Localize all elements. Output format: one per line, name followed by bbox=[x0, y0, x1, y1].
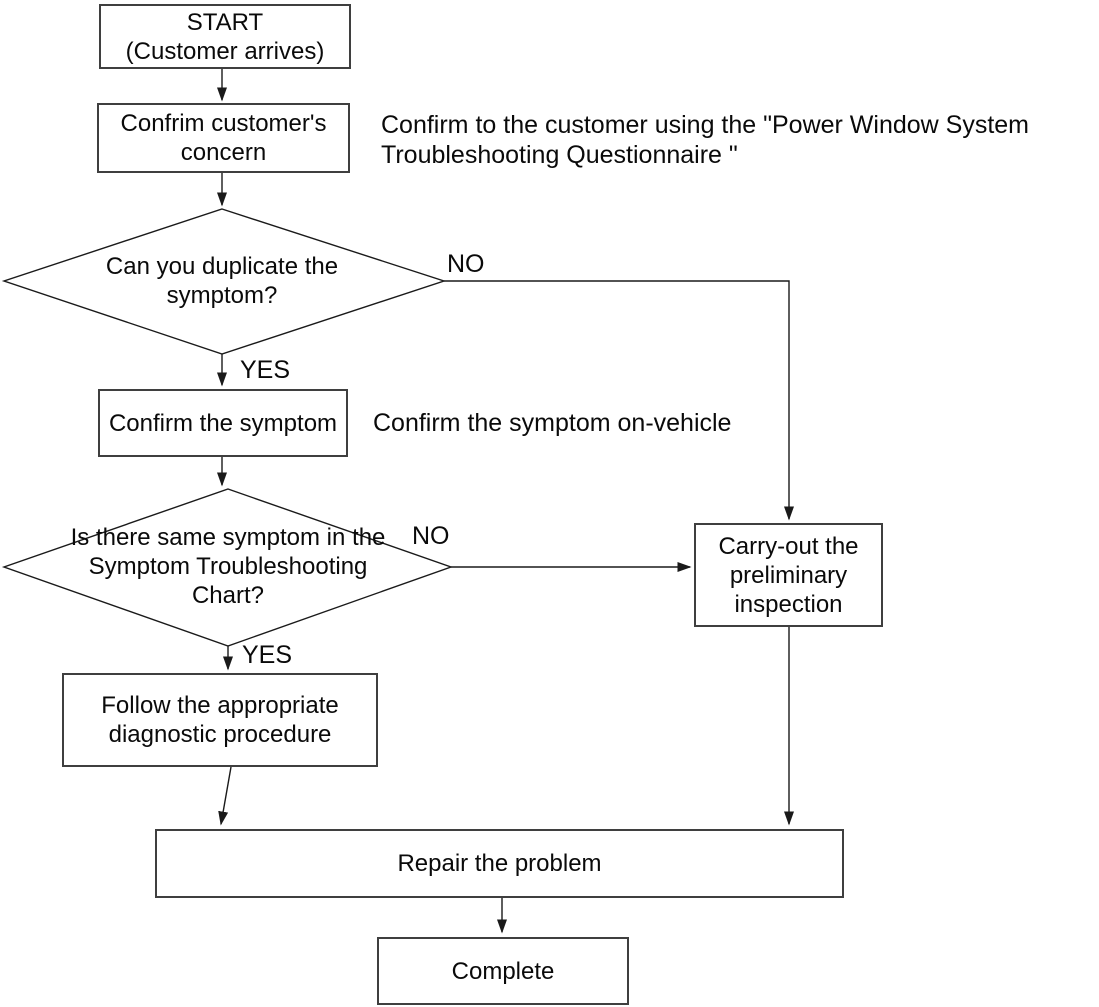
repair-node: Repair the problem bbox=[155, 829, 844, 898]
duplicate-no-label: NO bbox=[447, 250, 485, 278]
edge-follow-to-repair bbox=[218, 766, 232, 826]
chart-no-label: NO bbox=[412, 522, 450, 550]
note-questionnaire: Confirm to the customer using the "Power… bbox=[381, 111, 1030, 169]
edge-duplicate-no-to-preliminary bbox=[444, 280, 794, 521]
confirm-concern-node: Confrim customer's concern bbox=[97, 103, 350, 173]
chart-yes-label: YES bbox=[242, 641, 293, 669]
confirm-symptom-node: Confirm the symptom bbox=[98, 389, 348, 457]
duplicate-yes-label: YES bbox=[240, 356, 291, 384]
chart-decision-label: Is there same symptom in the Symptom Tro… bbox=[70, 524, 386, 609]
duplicate-decision-label: Can you duplicate the symptom? bbox=[105, 253, 339, 309]
complete-node: Complete bbox=[377, 937, 629, 1005]
note-on-vehicle: Confirm the symptom on-vehicle bbox=[373, 409, 732, 437]
preliminary-inspection-node: Carry-out the preliminary inspection bbox=[694, 523, 883, 627]
start-node: START (Customer arrives) bbox=[99, 4, 351, 69]
follow-procedure-node: Follow the appropriate diagnostic proced… bbox=[62, 673, 378, 767]
